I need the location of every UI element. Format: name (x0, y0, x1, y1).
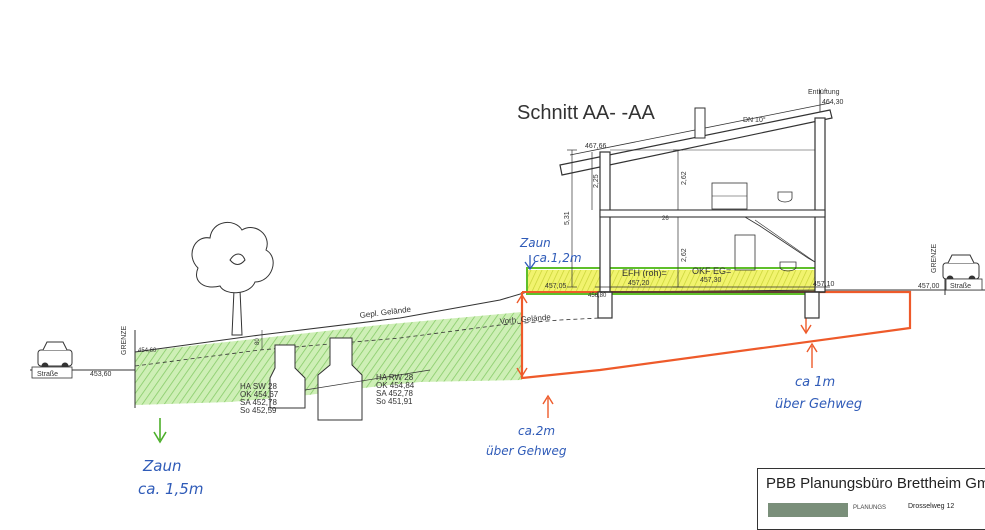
efh-elevation: 457,20 (628, 280, 650, 287)
company-logo (768, 503, 848, 517)
okf-label: OKF EG= (692, 266, 731, 276)
red-pointer-mid-head (542, 394, 554, 405)
red-arrow-down-left (516, 367, 528, 378)
red-arrow-down-right (800, 324, 812, 335)
eave-elevation: 467,66 (585, 143, 607, 150)
manhole-sw-line-1: HA SW 28 (240, 382, 277, 391)
yellow-hatch-strip (527, 270, 817, 292)
street-left-elevation: 453,60 (90, 371, 112, 378)
note-fence-left-1: Zaun (142, 457, 181, 475)
street-left-box (31, 366, 73, 379)
street-right-elevation: 457,00 (918, 283, 940, 290)
note-right-1: ca 1m (795, 375, 835, 390)
manhole-rw-line-3: SA 452,78 (376, 389, 413, 398)
note-fence-top-2: ca.1,2m (533, 251, 582, 265)
dim-lower-storey: 2,62 (681, 248, 688, 262)
section-title: Schnitt AA- -AA (517, 102, 655, 124)
note-fence-left-2: ca. 1,5m (138, 480, 203, 498)
manhole-rw-line-4: So 451,91 (376, 397, 413, 406)
company-name: PBB Planungsbüro Brettheim Gmb (766, 475, 985, 492)
manhole-rw (317, 337, 363, 421)
efh-label: EFH (roh)= (622, 268, 667, 278)
note-mid-2: über Gehweg (486, 444, 567, 458)
manhole-rw-line-1: HA RW 28 (376, 373, 414, 382)
street-right-label: Straße (950, 283, 971, 290)
house-section (559, 90, 833, 319)
boundary-right-label: GRENZE (931, 244, 938, 274)
manhole-sw-line-2: OK 454,67 (240, 390, 279, 399)
blue-arrow-fence-top-head (524, 261, 536, 271)
right-floor-elevation: 457,10 (813, 281, 835, 288)
vent-elevation: 464,30 (822, 99, 844, 106)
left-floor-elevation: 457,05 (545, 283, 567, 290)
okf-elevation: 457,30 (700, 277, 722, 284)
red-arrow-up-left (516, 293, 528, 304)
pipe-line (304, 369, 431, 391)
red-outline (520, 290, 912, 380)
car-right-icon (942, 254, 980, 283)
car-left-icon (37, 341, 73, 370)
dim-total-height: 5,31 (564, 211, 571, 225)
vent-label: Entlüftung (808, 89, 840, 96)
house-dimension-lines (567, 149, 683, 288)
red-pointer-right-head (806, 342, 818, 353)
tree-icon (191, 222, 274, 336)
manhole-sw (269, 344, 306, 409)
title-block: PBB Planungsbüro Brettheim Gmb PLANUNGS … (757, 468, 985, 530)
roof-pitch: DN 10° (743, 116, 766, 124)
dim-upper-storey: 2,62 (681, 171, 688, 185)
note-fence-top-1: Zaun (519, 236, 551, 250)
title-small: PLANUNGS (853, 505, 887, 511)
small-dimension: 80 (255, 338, 261, 345)
green-arrow-left-head (153, 431, 167, 444)
boundary-left-label: GRENZE (121, 326, 128, 356)
under-floor-elevation: 456,80 (588, 293, 607, 299)
dim-upper-floor: 2,25 (593, 174, 600, 188)
dim-slab: 26 (662, 216, 669, 222)
street-right-box (945, 278, 983, 291)
manhole-sw-line-4: So 452,59 (240, 406, 277, 415)
street-left-label: Straße (37, 371, 58, 378)
existing-terrain-label: Vorh. Gelände (499, 313, 551, 326)
company-street: Drosselweg 12 (908, 503, 955, 510)
note-right-2: über Gehweg (775, 397, 862, 412)
manhole-sw-line-3: SA 452,78 (240, 398, 277, 407)
green-hatch-area (135, 312, 522, 405)
section-drawing: Schnitt AA- -AA Entlüftung 464,30 DN 10°… (30, 89, 985, 498)
existing-terrain-line (134, 317, 601, 367)
note-mid-1: ca.2m (518, 424, 555, 438)
manhole-rw-line-2: OK 454,84 (376, 381, 415, 390)
street-left-top-elevation: 454,60 (138, 348, 157, 354)
planned-terrain-line (134, 289, 915, 353)
